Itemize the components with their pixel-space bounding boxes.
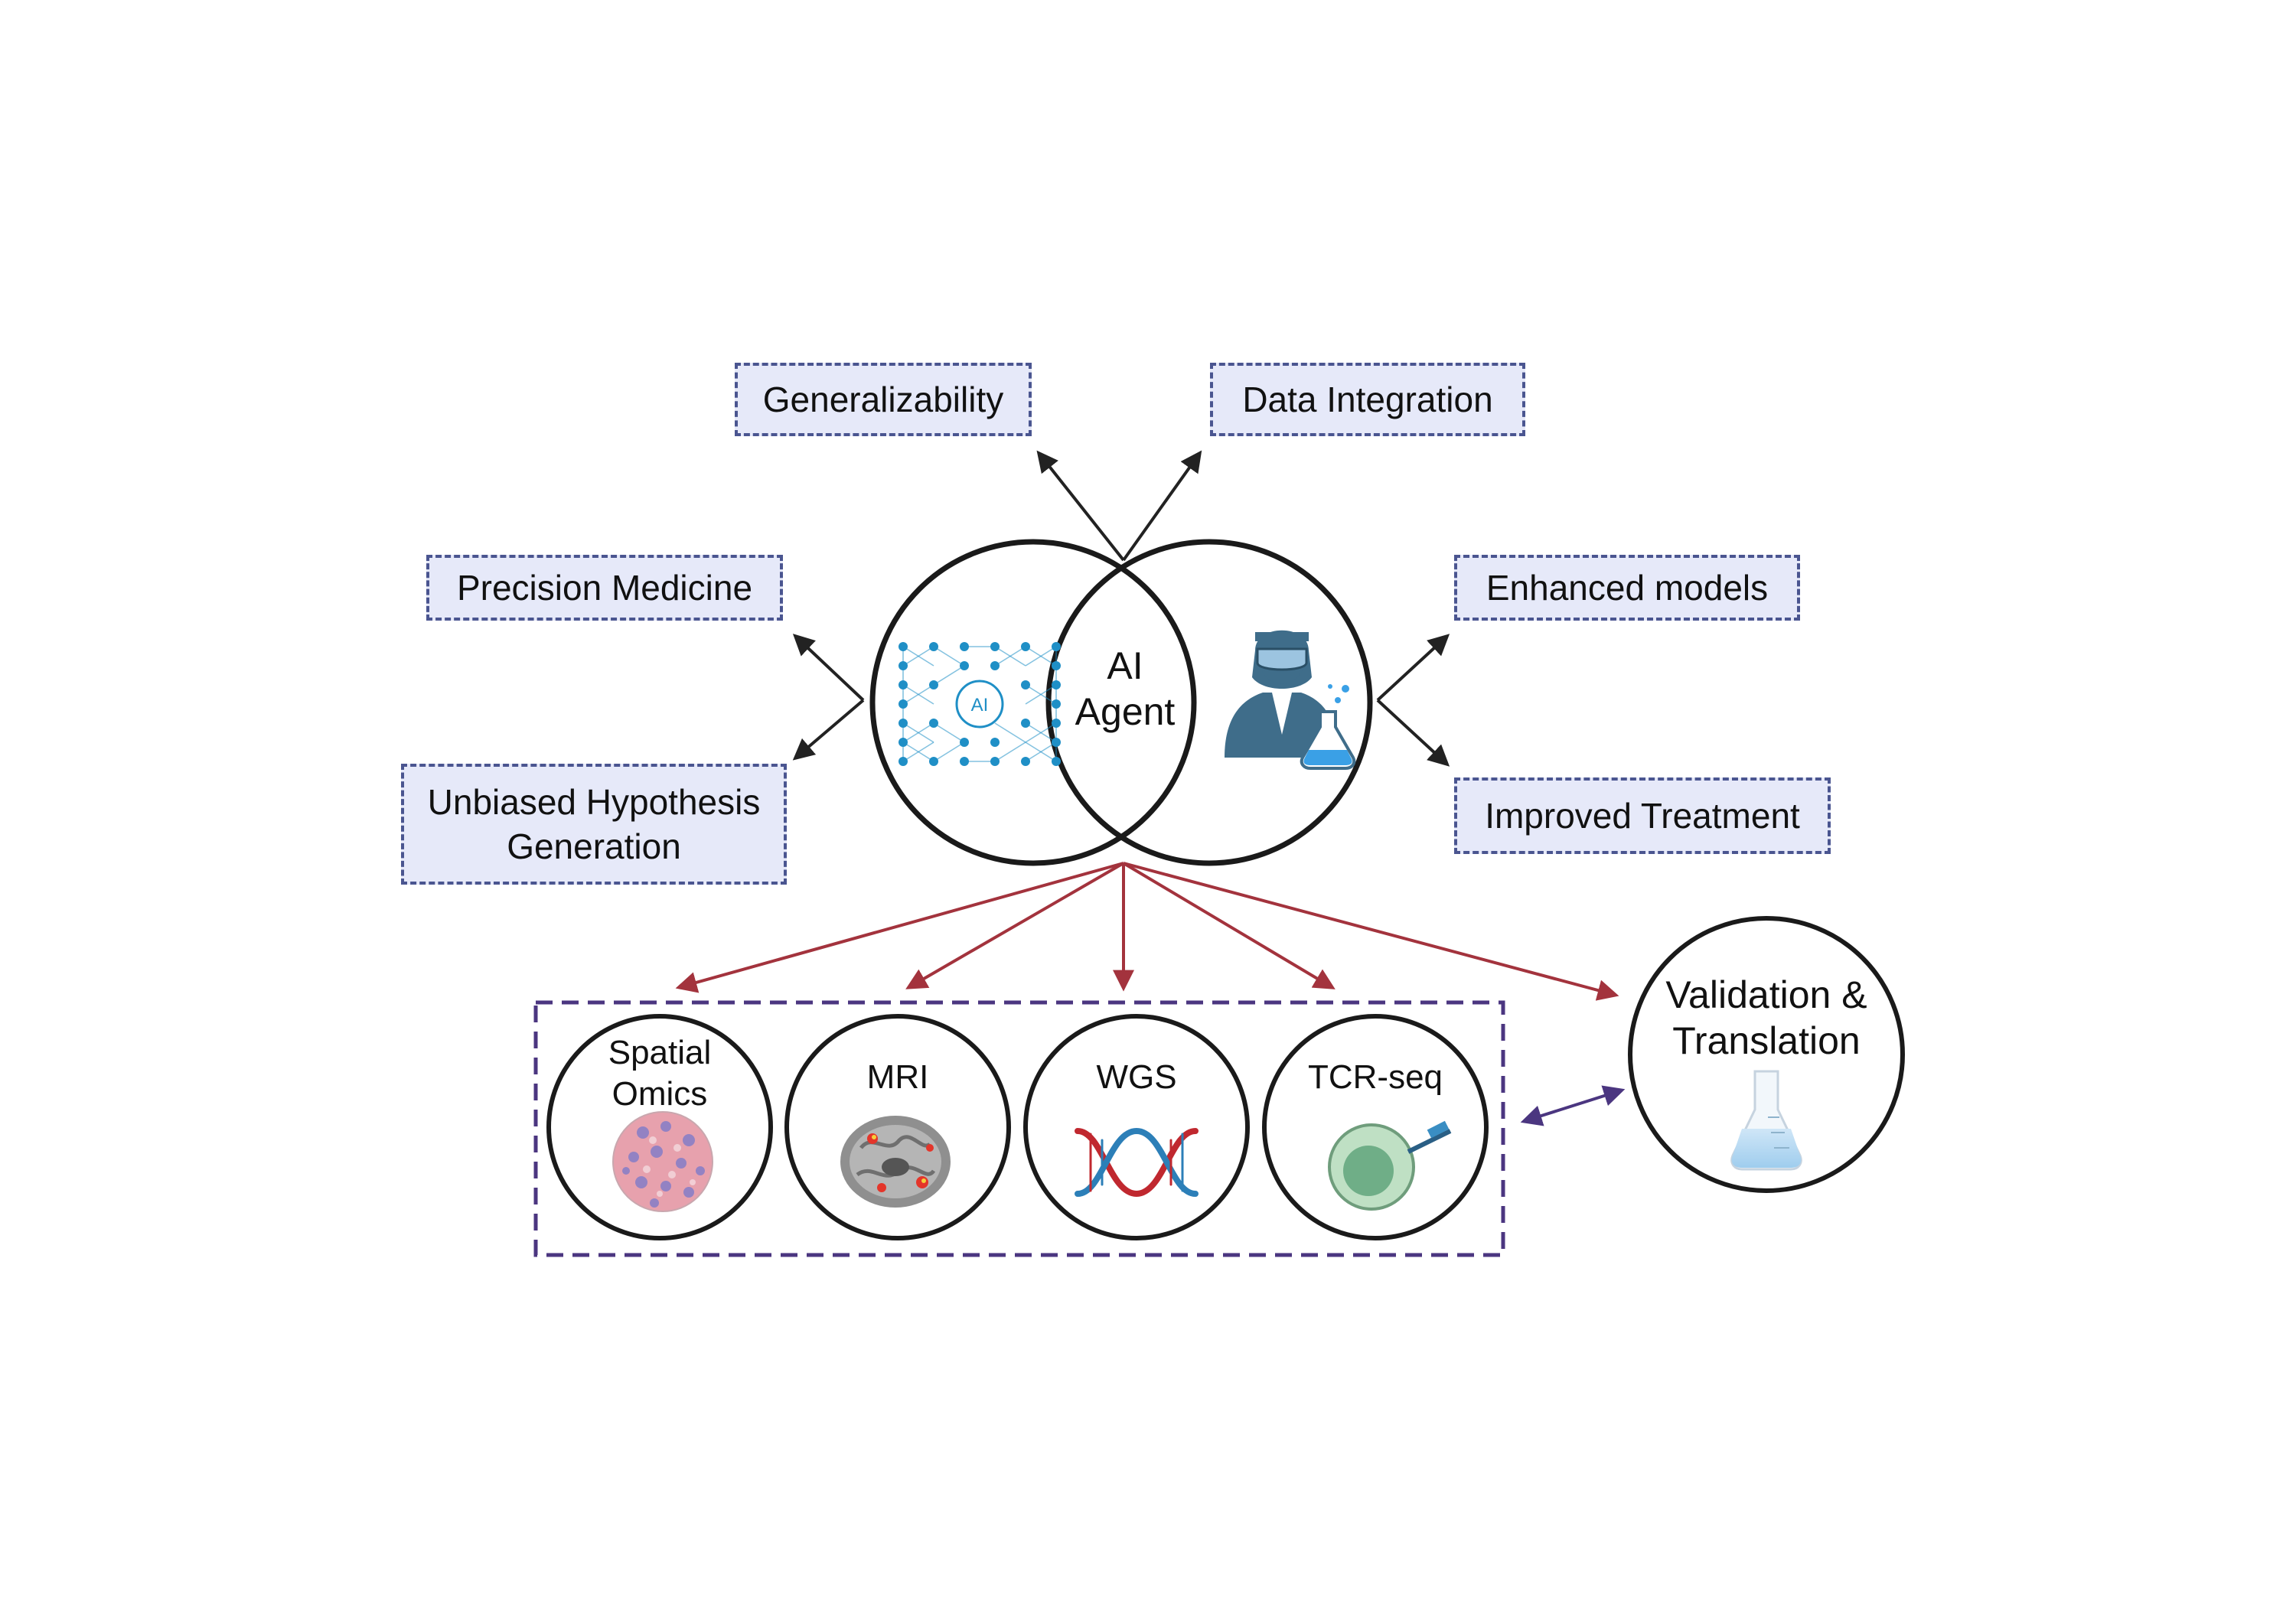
dna-helix-icon [1075, 1127, 1199, 1198]
precision-medicine-label: Precision Medicine [456, 568, 753, 608]
arrow-to-validation [1123, 862, 1619, 1001]
arrow-to-data-integration [1122, 450, 1202, 562]
arrow-to-unbiased-hypothesis [792, 699, 865, 761]
arrow-to-enhanced-models [1376, 634, 1450, 702]
arrow-to-generalizability [1036, 450, 1125, 562]
precision-medicine-box: Precision Medicine [426, 555, 783, 621]
venn-right-circle [1045, 539, 1373, 866]
tissue-hexagon-icon [612, 1111, 713, 1212]
arrow-to-spatial-omics [675, 862, 1124, 993]
t-cell-icon [1328, 1120, 1452, 1211]
arrow-to-precision-medicine [792, 634, 865, 702]
frame-validation-link [1520, 1085, 1626, 1126]
enhanced-models-box: Enhanced models [1454, 555, 1800, 621]
arrow-to-improved-treatment [1376, 699, 1450, 767]
ai-badge-circle [955, 680, 1004, 729]
scientist-icon [1225, 630, 1356, 770]
enhanced-models-label: Enhanced models [1486, 568, 1769, 608]
wgs-circle [1023, 1014, 1250, 1240]
spatial-omics-label: Spatial Omics [608, 1033, 712, 1113]
generalizability-label: Generalizability [762, 380, 1004, 419]
unbiased-hypothesis-label: Unbiased Hypothesis Generation [427, 782, 761, 866]
neural-network-icon: AI [899, 642, 1061, 766]
outcome-arrows [792, 450, 1450, 767]
wgs-label: WGS [1096, 1058, 1177, 1096]
ai-badge-text: AI [971, 695, 989, 715]
generalizability-box: Generalizability [735, 363, 1032, 436]
validation-label: Validation & Translation [1665, 973, 1867, 1062]
data-integration-box: Data Integration [1210, 363, 1525, 436]
venn-left-circle [869, 539, 1197, 866]
improved-treatment-label: Improved Treatment [1485, 796, 1800, 836]
brain-scan-icon [840, 1116, 951, 1208]
validation-circle [1628, 916, 1905, 1193]
modality-arrows [675, 862, 1619, 1001]
arrow-to-tcr-seq [1122, 862, 1336, 989]
mri-label: MRI [866, 1058, 929, 1096]
ai-agent-label: AI Agent [1075, 644, 1176, 733]
modality-frame [533, 1000, 1505, 1257]
arrow-to-mri [905, 862, 1125, 989]
tcr-seq-label: TCR-seq [1307, 1058, 1443, 1096]
improved-treatment-box: Improved Treatment [1454, 777, 1831, 854]
flask-icon [1730, 1070, 1802, 1171]
data-integration-label: Data Integration [1242, 380, 1493, 419]
unbiased-hypothesis-box: Unbiased Hypothesis Generation [401, 764, 787, 885]
